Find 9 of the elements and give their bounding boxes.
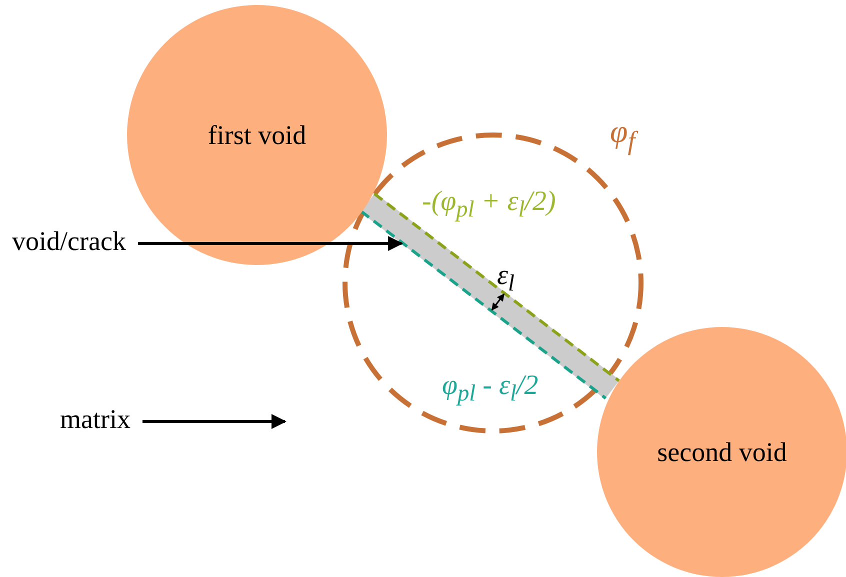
- interface-label: φ$_{pl}$ - ε$_{l}$/2: [442, 372, 538, 406]
- thickness-label: ε$_{l}$: [497, 262, 515, 296]
- void-label: first void: [208, 122, 306, 148]
- interface-label: -(φ$_{pl}$ + ε$_{l}$/2): [422, 188, 556, 222]
- callout-label: matrix: [60, 406, 130, 433]
- leader-arrow: [142, 414, 286, 429]
- leader-arrow: [138, 236, 404, 251]
- callout-label: void/crack: [12, 228, 126, 255]
- void-label: second void: [657, 438, 787, 466]
